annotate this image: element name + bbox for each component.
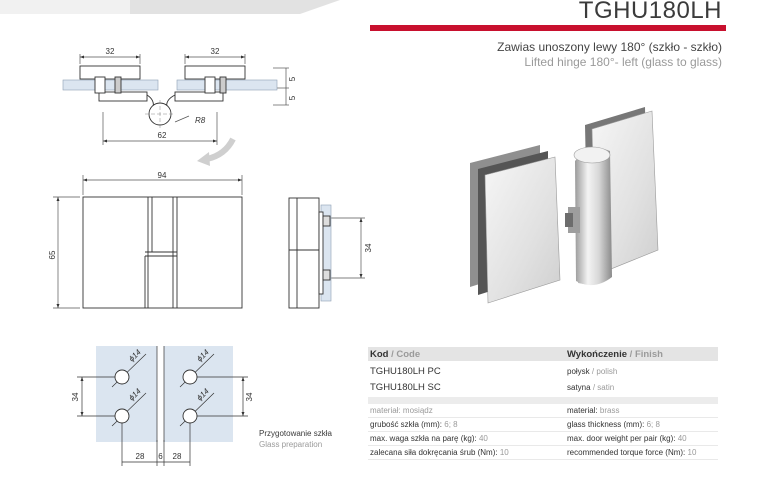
dim-prep-left-height: 34 xyxy=(71,392,80,401)
variant-row: TGHU180LH PC połysk / polish xyxy=(368,365,718,378)
description-polish: Zawias unoszony lewy 180° (szkło - szkło… xyxy=(497,40,722,54)
dim-top-thickness-2: 5 xyxy=(288,95,297,100)
dim-side-height: 34 xyxy=(364,243,373,252)
dim-top-left-width: 32 xyxy=(106,47,115,56)
dim-top-radius: R8 xyxy=(195,116,206,125)
property-row: grubość szkła (mm): 6; 8 glass thickness… xyxy=(368,418,718,432)
caption-polish: Przygotowanie szkła xyxy=(259,429,332,438)
dim-prep-bottom-3: 28 xyxy=(173,452,182,461)
variant-code: TGHU180LH SC xyxy=(370,382,441,393)
dim-front-width: 94 xyxy=(158,171,167,180)
top-decorative-band xyxy=(0,0,340,14)
dim-prep-bottom-2: 6 xyxy=(158,452,163,461)
variant-code: TGHU180LH PC xyxy=(370,366,441,377)
caption-english: Glass preparation xyxy=(259,440,323,449)
property-row: max. waga szkła na parę (kg): 40 max. do… xyxy=(368,432,718,446)
property-row: materiał: mosiądz material: brass xyxy=(368,404,718,418)
dim-top-right-width: 32 xyxy=(211,47,220,56)
dim-top-thickness-1: 5 xyxy=(288,76,297,81)
variant-finish: połysk / polish xyxy=(567,367,618,376)
rotation-arrow-icon xyxy=(197,137,236,166)
dim-top-total: 62 xyxy=(158,131,167,140)
spec-table-header: Kod / Code Wykończenie / Finish xyxy=(368,347,718,361)
variant-row: TGHU180LH SC satyna / satin xyxy=(368,381,718,394)
front-view-drawing: 94 65 xyxy=(48,171,243,309)
glass-preparation-drawing: ϕ14 ϕ14 ϕ14 ϕ14 34 34 28 6 28 xyxy=(71,346,254,466)
top-view-drawing: 32 32 5 5 R8 62 xyxy=(62,47,297,145)
dim-front-height: 65 xyxy=(48,250,57,259)
dim-prep-bottom-1: 28 xyxy=(136,452,145,461)
side-view-drawing: 34 xyxy=(288,197,373,309)
table-separator xyxy=(368,397,718,404)
variant-finish: satyna / satin xyxy=(567,383,615,392)
spec-table: Kod / Code Wykończenie / Finish TGHU180L… xyxy=(368,347,718,460)
glass-preparation-caption: Przygotowanie szkła Glass preparation xyxy=(259,428,332,450)
col-finish-header: Wykończenie / Finish xyxy=(567,348,663,360)
accent-bar xyxy=(370,25,726,31)
dim-prep-right-height: 34 xyxy=(245,392,254,401)
hinge-product-photo xyxy=(470,107,659,304)
col-code-header: Kod / Code xyxy=(370,348,421,360)
product-code-title: TGHU180LH xyxy=(578,0,722,24)
description-english: Lifted hinge 180°- left (glass to glass) xyxy=(524,55,722,69)
property-row: zalecana siła dokręcania śrub (Nm): 10 r… xyxy=(368,446,718,460)
